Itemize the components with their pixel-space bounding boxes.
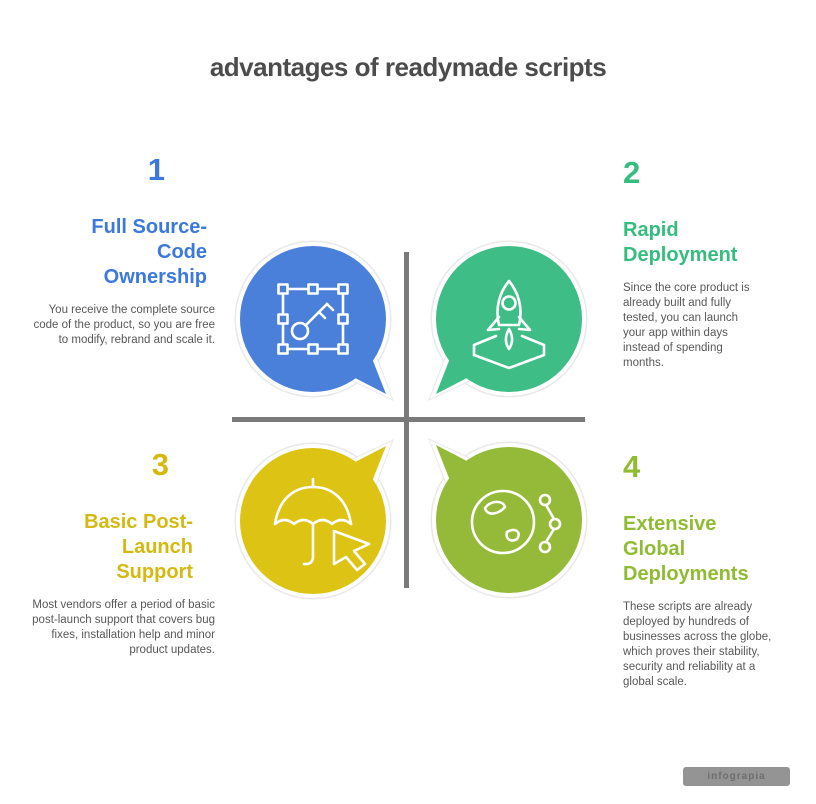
section-3-description: Most vendors offer a period of basic pos… (32, 599, 215, 656)
cross-vertical-line (404, 252, 409, 588)
section-4-number: 4 (623, 449, 641, 484)
globe-network-icon (470, 489, 562, 555)
section-1-description: You receive the complete source code of … (33, 304, 215, 346)
watermark-text: infograpia (707, 771, 766, 782)
section-2-description: Since the core product is already built … (623, 282, 750, 369)
section-3-heading: Basic Post- Launch Support (84, 511, 193, 583)
umbrella-cursor-icon (273, 477, 371, 572)
section-2: 2 Rapid Deployment Since the core produc… (623, 155, 793, 371)
speech-bubble-blue (234, 240, 394, 401)
section-1-heading: Full Source- Code Ownership (91, 216, 207, 288)
section-4: 4 Extensive Global Deployments These scr… (623, 449, 793, 690)
section-3-number: 3 (151, 447, 169, 482)
speech-bubble-yellow (234, 439, 394, 600)
section-2-heading: Rapid Deployment (623, 219, 738, 266)
section-3: 3 Basic Post- Launch Support Most vendor… (30, 447, 215, 658)
infographic-title: advantages of readymade scripts (209, 52, 607, 82)
speech-bubble-green (428, 240, 588, 401)
section-4-description: These scripts are already deployed by hu… (623, 601, 772, 688)
watermark-badge: infograpia (683, 767, 790, 786)
rocket-launch-icon (472, 279, 546, 370)
speech-bubble-olive (428, 438, 588, 599)
section-1: 1 Full Source- Code Ownership You receiv… (30, 152, 215, 348)
section-4-heading: Extensive Global Deployments (623, 513, 749, 585)
selection-frame-key-icon (277, 283, 349, 355)
section-2-number: 2 (623, 155, 641, 190)
section-1-number: 1 (147, 152, 165, 187)
